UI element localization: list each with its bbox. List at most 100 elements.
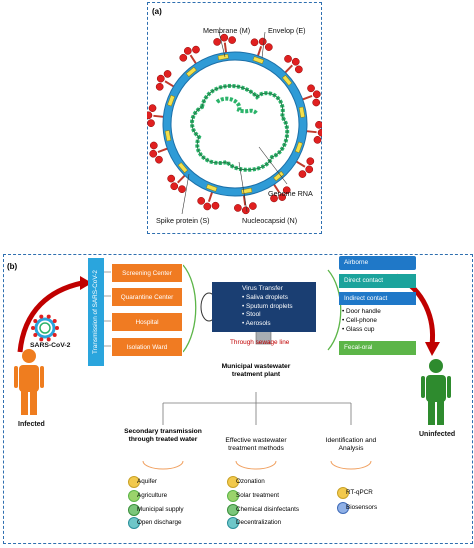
treatment-methods-head: Effective wastewater treatment methods [225,437,287,452]
spike-head [183,47,192,55]
spike-head [149,141,158,150]
mini-spike [52,333,57,338]
spike-head [163,70,172,78]
panel-b-label: (b) [7,262,18,271]
envelope-protein [205,183,218,192]
spike-head [234,204,242,212]
wastewater-plant-label: Municipal wastewater treatment plant [221,363,291,378]
sars-cov-2-label: SARS-CoV-2 [30,342,71,349]
spike-head [294,65,303,74]
infected-label: Infected [18,421,45,428]
transfer-item: Sputum droplets [242,303,316,312]
envelope-protein [217,53,229,61]
envelope-protein [294,141,303,154]
mini-spike [46,314,51,319]
panel-a-label: (a) [152,7,162,16]
spike-head [155,155,163,164]
infection-arrow-left [17,280,83,353]
virus-transfer-list: Saliva droplets Sputum droplets Stool Ae… [242,294,316,328]
secondary-transmission-head: Secondary transmission through treated w… [124,428,202,443]
spike-head [312,90,321,99]
spike-head [203,202,212,211]
envelope-protein [298,106,306,118]
envelope-proteins [164,53,306,195]
spike-head [312,98,321,107]
envelope-protein [252,56,265,65]
spike-head [317,128,322,137]
list-item-open-discharge: Open discharge [128,517,208,529]
spike-head [249,202,257,210]
mini-spike [31,326,35,330]
sewage-line-label: Through sewage line [230,339,290,346]
sars-cov-2-icon [34,317,56,339]
spike-head [213,38,221,46]
transfer-item: Aerosols [242,320,316,329]
spike-head [148,104,157,112]
envelope-ring [163,52,307,196]
isolation-ward-box: Isolation Ward [111,337,183,357]
envelope-protein [167,94,176,107]
direct-contact-route: Direct contact [339,274,416,288]
spike-head [149,149,158,158]
spike-head [270,194,278,203]
mini-spike [39,337,44,342]
envelope-protein [164,130,172,142]
spike-head [179,53,188,62]
spike-head [282,186,291,195]
spike-head [313,136,322,144]
indirect-contact-list: Door handle Cell-phone Glass cup [342,307,381,334]
list-item-municipal-supply: Municipal supply [128,504,208,516]
spike-head [250,38,259,47]
airborne-route: Airborne [339,256,416,270]
spike-head [305,165,314,174]
envelope-protein [273,171,285,182]
mini-spike [33,333,38,338]
spike-head [241,206,250,215]
envelop-label: Envelop (E) [268,26,306,35]
spike-head [147,119,155,128]
spike-head [228,36,236,44]
mini-spike [39,314,44,319]
quarantine-center-box: Quarantine Center [111,287,183,307]
uninfected-label: Uninfected [419,431,456,438]
spike-head [315,120,322,129]
mini-spike [55,326,59,330]
spike-head [264,43,273,51]
envelope-protein [282,74,293,86]
virus-transfer-title: Virus Transfer [242,285,283,292]
indirect-item: Glass cup [342,325,381,334]
transfer-item: Stool [242,311,316,320]
spike-head [258,37,267,46]
panel-b [3,254,473,544]
envelope-protein [185,66,197,77]
spike-head [197,197,206,205]
spike-head [167,174,176,183]
list-item-aquifer: Aquifer [128,476,208,488]
spike-head [156,74,165,83]
spike-head [306,157,315,166]
spike-head [284,55,292,63]
spike-head [291,57,300,66]
list-item-agriculture: Agriculture [128,490,208,502]
spike-head [178,185,186,193]
indirect-item: Door handle [342,307,381,316]
list-item-ozonation: Ozonation [227,476,317,488]
spike-head [170,182,179,191]
spike-head [211,201,220,210]
list-item-chemical-disinfectants: Chemical disinfectants [227,504,322,516]
list-item-rt-qpcr: RT-qPCR [337,487,397,499]
transfer-item: Saliva droplets [242,294,316,303]
spike-head [307,84,315,93]
spike-head [147,111,153,120]
list-item-biosensors: Biosensors [337,502,397,514]
list-item-decentralization: Decentralization [227,517,317,529]
virus-transfer-box: Virus Transfer Saliva droplets Sputum dr… [212,282,316,332]
spike-proteins [147,33,322,215]
spike-head [278,193,287,201]
mini-spike [52,318,57,323]
uninfected-person-icon [421,359,451,425]
fecal-oral-route: Fecal-oral [339,341,416,355]
spike-protein-label: Spike protein (S) [156,216,210,225]
infected-person-icon [14,349,44,415]
